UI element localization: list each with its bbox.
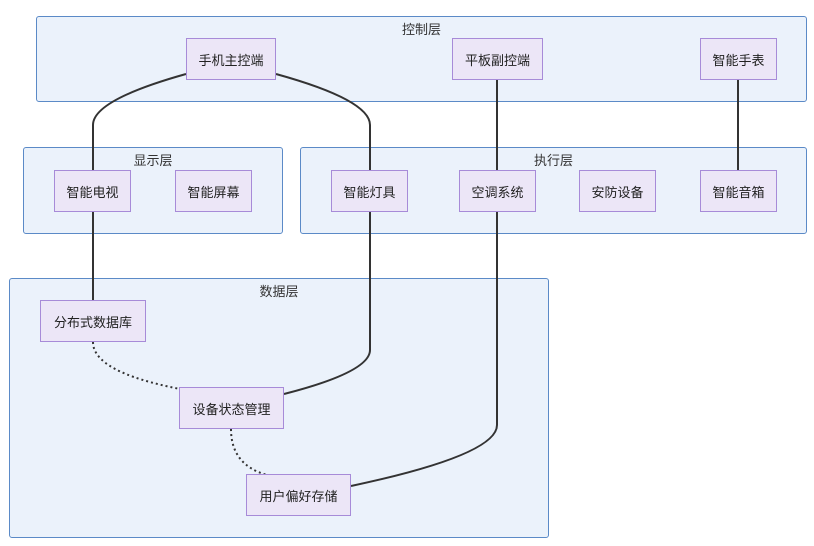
cluster-title-display: 显示层 [133, 154, 173, 169]
node-distdb: 分布式数据库 [40, 300, 146, 342]
node-speaker: 智能音箱 [700, 170, 777, 212]
node-tv: 智能电视 [54, 170, 131, 212]
node-ac: 空调系统 [459, 170, 536, 212]
node-screen: 智能屏幕 [175, 170, 252, 212]
node-lamp: 智能灯具 [331, 170, 408, 212]
node-devstate: 设备状态管理 [179, 387, 284, 429]
node-userpref: 用户偏好存储 [246, 474, 351, 516]
edge-phone-tv [92, 73, 187, 172]
node-security: 安防设备 [579, 170, 656, 212]
cluster-title-execution: 执行层 [533, 154, 573, 169]
cluster-control: 控制层 [36, 16, 807, 102]
node-phone: 手机主控端 [186, 38, 276, 80]
edge-distdb-devstate [92, 341, 181, 390]
edge-devstate-userpref [230, 428, 268, 476]
node-tablet: 平板副控端 [452, 38, 543, 80]
edge-ac-userpref [350, 212, 498, 487]
cluster-title-control: 控制层 [401, 23, 441, 38]
edge-phone-lamp [275, 73, 371, 172]
edge-lamp-devstate [283, 212, 371, 395]
node-watch: 智能手表 [700, 38, 777, 80]
cluster-title-data: 数据层 [259, 285, 299, 300]
